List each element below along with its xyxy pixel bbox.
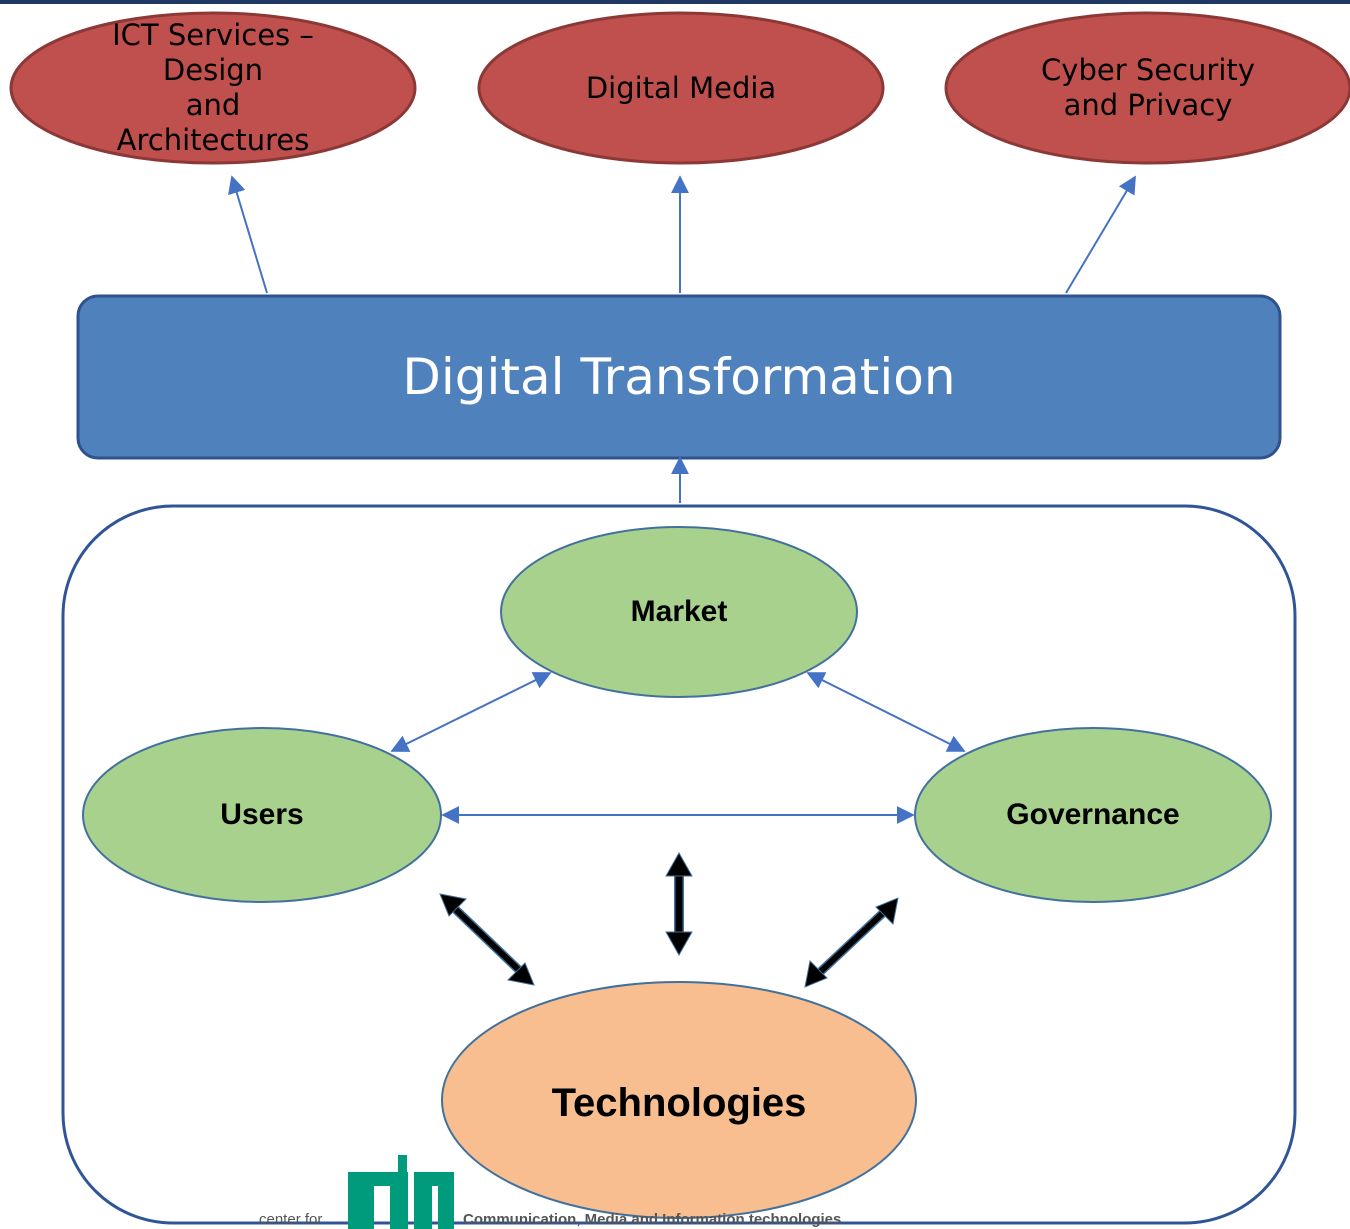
arrow-market-governance xyxy=(806,672,966,752)
thick-arrow-users-technologies xyxy=(439,893,535,986)
ict-services-label: ICT Services – Design and Architectures xyxy=(112,18,314,157)
market-ellipse xyxy=(500,526,858,698)
governance-ellipse xyxy=(914,727,1272,903)
arrow-to-cyber xyxy=(1065,175,1136,294)
cmi-logo-icon xyxy=(348,1155,454,1229)
logo-prefix-text: center for xyxy=(259,1211,323,1228)
digital-media-ellipse xyxy=(477,11,885,165)
cyber-security-ellipse xyxy=(944,11,1350,165)
users-label: Users xyxy=(220,798,304,831)
digital-transformation-label: Digital Transformation xyxy=(402,348,956,406)
technologies-ellipse xyxy=(441,981,917,1219)
thick-arrow-market-technologies xyxy=(665,851,693,957)
cyber-security-label: Cyber Security and Privacy xyxy=(1041,53,1255,122)
digital-media-label: Digital Media xyxy=(585,70,777,105)
top-accent-bar xyxy=(0,0,1350,4)
users-ellipse xyxy=(82,727,442,903)
arrow-to-ict xyxy=(228,175,268,294)
market-label: Market xyxy=(630,595,728,628)
thick-arrow-governance-technologies xyxy=(804,897,899,988)
technologies-label: Technologies xyxy=(551,1080,807,1125)
arrow-users-market xyxy=(390,672,552,752)
logo-tagline-text: Communication, Media and Information tec… xyxy=(463,1211,842,1228)
ict-services-ellipse xyxy=(9,11,417,165)
governance-label: Governance xyxy=(1006,798,1180,831)
